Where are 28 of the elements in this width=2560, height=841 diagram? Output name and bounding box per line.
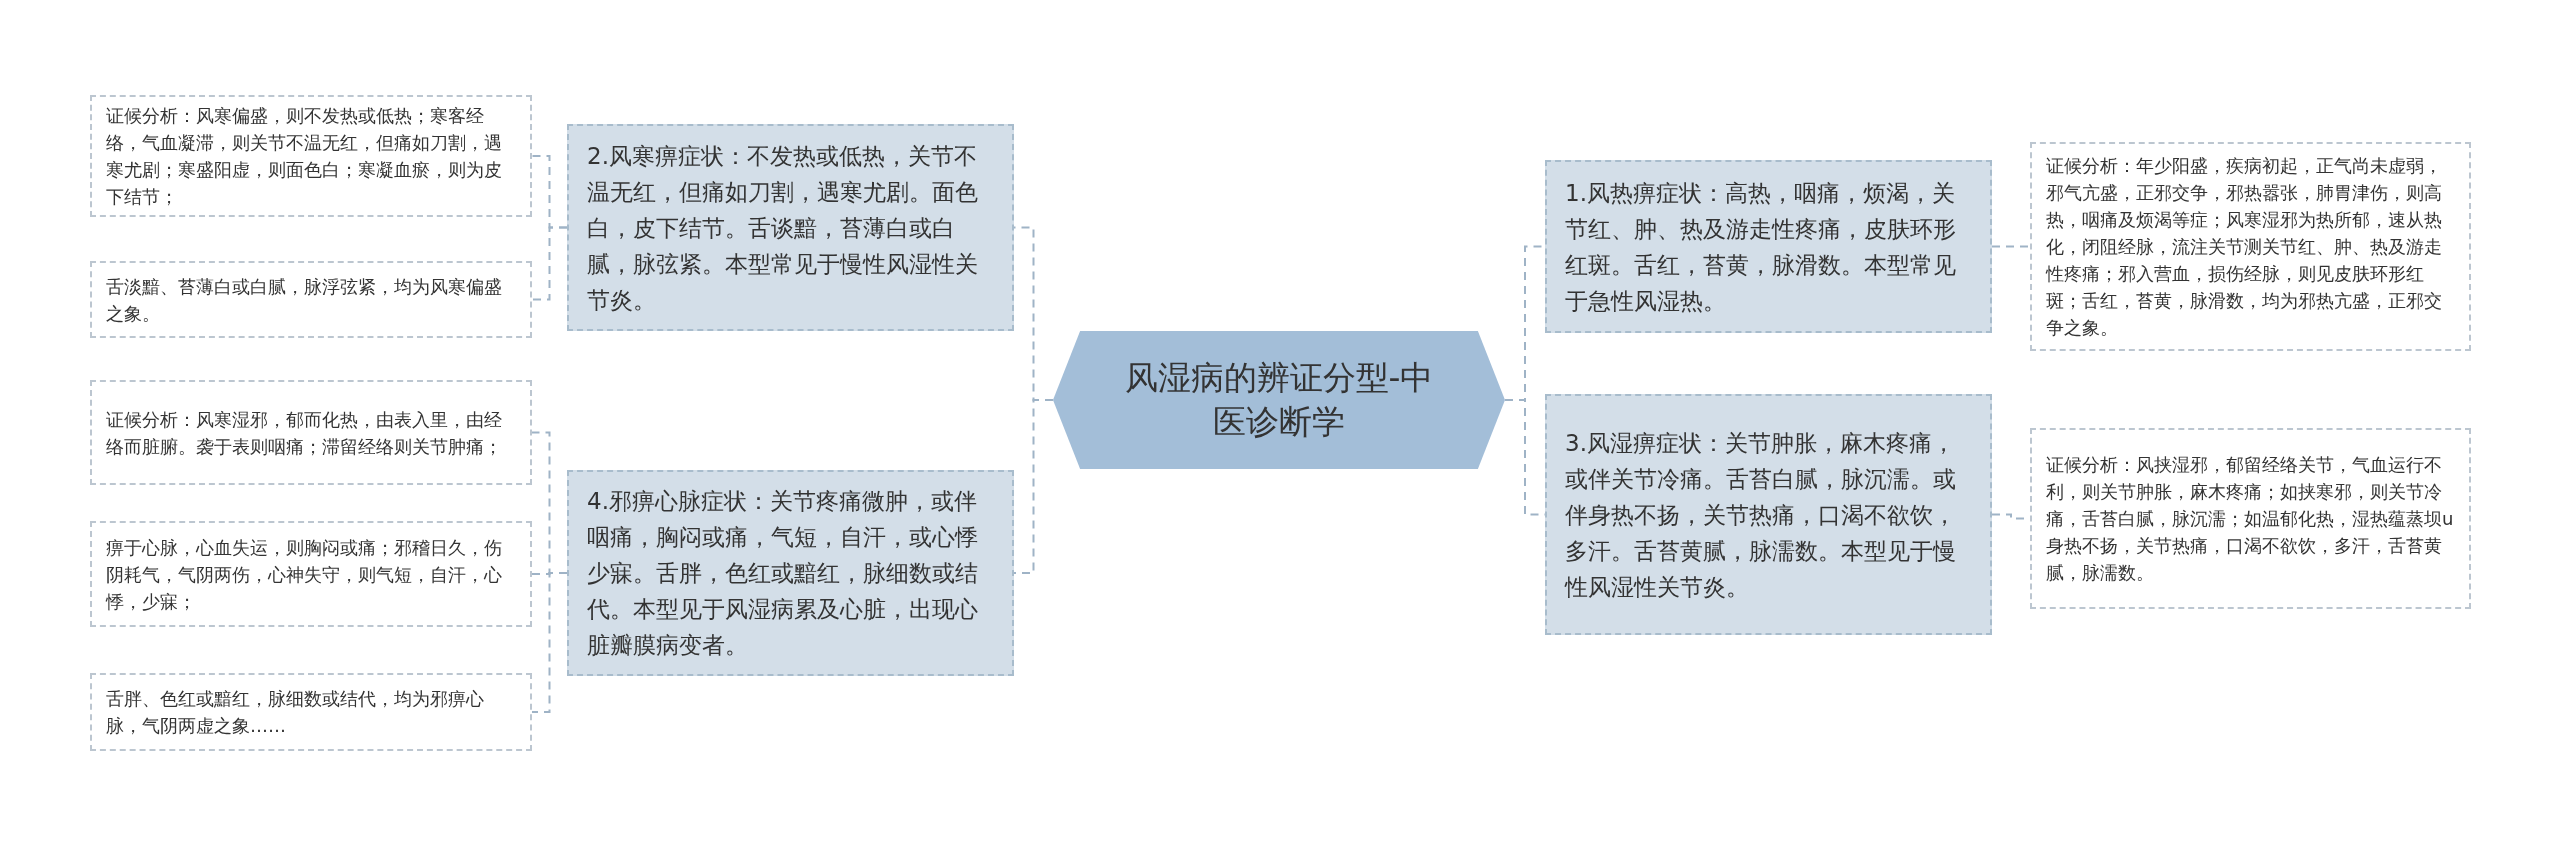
symptom-text: 2.风寒痹症状：不发热或低热，关节不温无红，但痛如刀割，遇寒尤剧。面色白，皮下结节。舌谈黯，苔薄白或白腻，脉弦紧。本型常见于慢性风湿性关节炎。 [587, 141, 979, 315]
symptom-text: 1.风热痹症状：高热，咽痛，烦渴，关节红、肿、热及游走性疼痛，皮肤环形红斑。舌红，苔黄，脉滑数。本型常见于急性风湿热。 [1565, 178, 1957, 316]
analysis-text: 证候分析：风寒偏盛，则不发热或低热；寒客经络，气血凝滞，则关节不温无红，但痛如刀割，遇寒尤剧；寒盛阳虚，则面色白；寒凝血瘀，则为皮下结节； [106, 104, 503, 209]
analysis-box [90, 673, 532, 751]
symptom-box [1545, 160, 1992, 333]
analysis-text: 证候分析：风挟湿邪，郁留经络关节，气血运行不利，则关节肿胀，麻木疼痛；如挟寒邪，则关节冷痛，舌苔白腻，脉沉濡；如温郁化热，湿热蕴蒸坝u身热不扬，关节热痛，口渴不欲饮，多汗，舌苔黄腻，脉濡数。 [2046, 453, 2455, 585]
symptom-text: 3.风湿痹症状：关节肿胀，麻木疼痛，或伴关节冷痛。舌苔白腻，脉沉濡。或伴身热不扬，关节热痛，口渴不欲饮，多汗。舌苔黄腻，脉濡数。本型见于慢性风湿性关节炎。 [1565, 428, 1957, 602]
connector-line [1013, 399, 1054, 574]
topic-title: 风湿病的辨证分型-中医诊断学 [1123, 357, 1435, 443]
analysis-text: 证候分析：年少阳盛，疾病初起，正气尚未虚弱，邪气亢盛，正邪交争，邪热嚣张，肺胃津伤，则高热，咽痛及烦渴等症；风寒湿邪为热所郁，速从热化，闭阻经脉，流注关节测关节红、肿、热及游走性疼痛；邪入营血，损伤经脉，则见皮肤环形红斑；舌红，苔黄，脉滑数，均为邪热亢盛，正邪交争之象。 [2046, 154, 2443, 340]
symptom-box [567, 124, 1014, 331]
symptom-box [1545, 394, 1992, 635]
analysis-box [90, 95, 532, 217]
analysis-box [90, 521, 532, 627]
connector-line [531, 226, 568, 301]
analysis-box [90, 380, 532, 485]
analysis-box [90, 261, 532, 338]
analysis-box [2030, 142, 2471, 351]
analysis-text: 证候分析：风寒湿邪，郁而化热，由表入里，由经络而脏腑。袭于表则咽痛；滞留经络则关节肿痛； [106, 407, 503, 459]
analysis-text: 舌胖、色红或黯红，脉细数或结代，均为邪痹心脉，气阴两虚之象…… [106, 687, 485, 738]
analysis-text: 痹于心脉，心血失运，则胸闷或痛；邪稽日久，伤阴耗气，气阴两伤，心神失守，则气短，自汗，心悸，少寐； [106, 535, 503, 614]
analysis-box [2030, 428, 2471, 609]
analysis-text: 舌淡黯、苔薄白或白腻，脉浮弦紧，均为风寒偏盛之象。 [106, 274, 503, 326]
connector-line [531, 572, 568, 713]
symptom-text: 4.邪痹心脉症状：关节疼痛微肿，或伴咽痛，胸闷或痛，气短，自汗，或心悸少寐。舌胖，色红或黯红，脉细数或结代。本型见于风湿病累及心脏，出现心脏瓣膜病变者。 [587, 487, 979, 660]
symptom-box [567, 470, 1014, 676]
central-topic-hexagon [1053, 331, 1505, 469]
connector-line [1991, 245, 2031, 248]
